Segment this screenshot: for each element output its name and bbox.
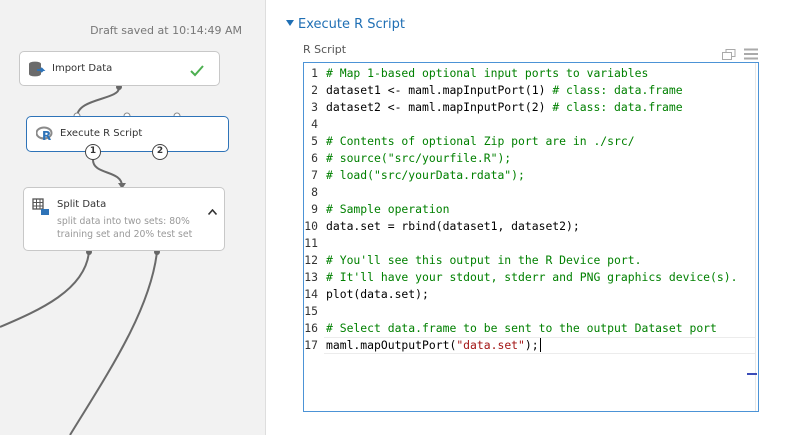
code-comment: # Contents of optional Zip port are in .… bbox=[326, 134, 635, 148]
line-number-gutter bbox=[304, 63, 324, 411]
expand-triangle-icon bbox=[286, 20, 294, 26]
section-header[interactable]: Execute R Script bbox=[286, 17, 405, 32]
line-number: 1 bbox=[311, 66, 318, 80]
code-line[interactable]: 17 maml.mapOutputPort("data.set"); bbox=[304, 337, 756, 354]
module-label: Execute R Script bbox=[60, 128, 143, 139]
code-text: # It'll have your stdout, stderr and PNG… bbox=[326, 269, 737, 286]
checkmark-icon bbox=[190, 62, 204, 81]
line-number: 7 bbox=[311, 168, 318, 182]
code-comment: # Sample operation bbox=[326, 202, 450, 216]
code-line[interactable]: 12 # You'll see this output in the R Devi… bbox=[304, 252, 756, 269]
code-line[interactable]: 14 plot(data.set); bbox=[304, 286, 756, 303]
database-import-icon bbox=[28, 61, 46, 82]
module-description: split data into two sets: 80% training s… bbox=[57, 216, 193, 240]
module-label: Import Data bbox=[52, 63, 113, 74]
module-import-data[interactable]: Import Data bbox=[19, 51, 220, 86]
wire-split-output-1 bbox=[0, 251, 90, 328]
code-line[interactable]: 6 # source("src/yourfile.R"); bbox=[304, 150, 756, 167]
line-number: 17 bbox=[304, 338, 318, 352]
line-number: 15 bbox=[304, 304, 318, 318]
code-text: # load("src/yourData.rdata"); bbox=[326, 167, 525, 184]
line-number: 14 bbox=[304, 287, 318, 301]
line-number: 11 bbox=[304, 236, 318, 250]
code-token: plot(data.set); bbox=[326, 287, 429, 301]
line-number: 8 bbox=[311, 185, 318, 199]
module-label: Split Data bbox=[57, 199, 107, 210]
code-line[interactable]: 2 dataset1 <- maml.mapInputPort(1) # clas… bbox=[304, 82, 756, 99]
code-text: maml.mapOutputPort("data.set"); bbox=[326, 337, 542, 354]
code-line[interactable]: 8 bbox=[304, 184, 756, 201]
code-line[interactable]: 3 dataset2 <- maml.mapInputPort(2) # clas… bbox=[304, 99, 756, 116]
code-comment: # You'll see this output in the R Device… bbox=[326, 253, 642, 267]
properties-panel: Execute R Script R Script 1 # Map 1-based… bbox=[266, 0, 799, 435]
code-text: # Map 1-based optional input ports to va… bbox=[326, 65, 648, 82]
line-number: 12 bbox=[304, 253, 318, 267]
line-number: 10 bbox=[304, 219, 318, 233]
execute-output-port-2[interactable]: 2 bbox=[152, 144, 168, 160]
code-token: dataset2 <- maml.mapInputPort(2) bbox=[326, 100, 553, 114]
code-token: maml.mapOutputPort( bbox=[326, 338, 457, 352]
code-string: "data.set" bbox=[456, 338, 525, 352]
code-line[interactable]: 1 # Map 1-based optional input ports to v… bbox=[304, 65, 756, 82]
wire-split-output-2 bbox=[69, 251, 158, 435]
code-comment: # Select data.frame to be sent to the ou… bbox=[326, 321, 717, 335]
code-text: # Sample operation bbox=[326, 201, 449, 218]
module-execute-r-script[interactable]: R Execute R Script bbox=[26, 116, 229, 152]
code-text: dataset1 <- maml.mapInputPort(1) # class… bbox=[326, 82, 683, 99]
code-text: dataset2 <- maml.mapInputPort(2) # class… bbox=[326, 99, 683, 116]
execute-output-port-1[interactable]: 1 bbox=[85, 144, 101, 160]
r-script-editor[interactable]: 1 # Map 1-based optional input ports to v… bbox=[303, 62, 759, 412]
code-text: # source("src/yourfile.R"); bbox=[326, 150, 511, 167]
line-number: 16 bbox=[304, 321, 318, 335]
code-token: ); bbox=[524, 338, 539, 352]
editor-scrollbar[interactable] bbox=[755, 63, 758, 411]
section-title: Execute R Script bbox=[298, 17, 405, 32]
code-comment: # source("src/yourfile.R"); bbox=[326, 151, 512, 165]
code-comment: # Map 1-based optional input ports to va… bbox=[326, 66, 649, 80]
code-text: plot(data.set); bbox=[326, 286, 429, 303]
code-comment: # class: data.frame bbox=[552, 83, 683, 97]
split-data-icon bbox=[32, 198, 50, 220]
code-line[interactable]: 16 # Select data.frame to be sent to the … bbox=[304, 320, 756, 337]
code-line[interactable]: 13 # It'll have your stdout, stderr and P… bbox=[304, 269, 756, 286]
line-number: 9 bbox=[311, 202, 318, 216]
line-number: 4 bbox=[311, 117, 318, 131]
code-text: # Select data.frame to be sent to the ou… bbox=[326, 320, 717, 337]
collapse-chevron-up-icon[interactable] bbox=[207, 200, 218, 219]
wire-arrowhead bbox=[118, 183, 126, 189]
popout-window-icon[interactable] bbox=[722, 45, 736, 64]
code-line[interactable]: 9 # Sample operation bbox=[304, 201, 756, 218]
wire-import-to-execute bbox=[76, 87, 120, 118]
module-split-data[interactable]: Split Data split data into two sets: 80%… bbox=[23, 187, 225, 251]
code-comment: # It'll have your stdout, stderr and PNG… bbox=[326, 270, 738, 284]
line-number: 13 bbox=[304, 270, 318, 284]
menu-icon[interactable] bbox=[744, 45, 758, 64]
code-token: dataset1 <- maml.mapInputPort(1) bbox=[326, 83, 553, 97]
code-line[interactable]: 4 bbox=[304, 116, 756, 133]
scrollbar-cursor-marker bbox=[747, 373, 757, 375]
line-number: 3 bbox=[311, 100, 318, 114]
code-line[interactable]: 5 # Contents of optional Zip port are in … bbox=[304, 133, 756, 150]
r-language-icon: R bbox=[35, 126, 54, 146]
code-line[interactable]: 10 data.set = rbind(dataset1, dataset2); bbox=[304, 218, 756, 235]
code-line[interactable]: 7 # load("src/yourData.rdata"); bbox=[304, 167, 756, 184]
draft-status: Draft saved at 10:14:49 AM bbox=[90, 24, 242, 37]
line-number: 5 bbox=[311, 134, 318, 148]
code-line[interactable]: 15 bbox=[304, 303, 756, 320]
code-lines: 1 # Map 1-based optional input ports to v… bbox=[304, 65, 756, 354]
code-text: data.set = rbind(dataset1, dataset2); bbox=[326, 218, 580, 235]
wire-execute-to-split bbox=[92, 159, 123, 187]
code-line[interactable]: 11 bbox=[304, 235, 756, 252]
svg-text:R: R bbox=[42, 129, 51, 142]
code-comment: # load("src/yourData.rdata"); bbox=[326, 168, 525, 182]
experiment-canvas[interactable]: Draft saved at 10:14:49 AM Import Data bbox=[0, 0, 266, 435]
text-cursor bbox=[539, 338, 542, 352]
line-number: 2 bbox=[311, 83, 318, 97]
code-token: data.set = rbind(dataset1, dataset2); bbox=[326, 219, 580, 233]
line-number: 6 bbox=[311, 151, 318, 165]
r-script-label: R Script bbox=[303, 43, 347, 56]
code-text: # You'll see this output in the R Device… bbox=[326, 252, 641, 269]
code-text: # Contents of optional Zip port are in .… bbox=[326, 133, 635, 150]
code-comment: # class: data.frame bbox=[552, 100, 683, 114]
